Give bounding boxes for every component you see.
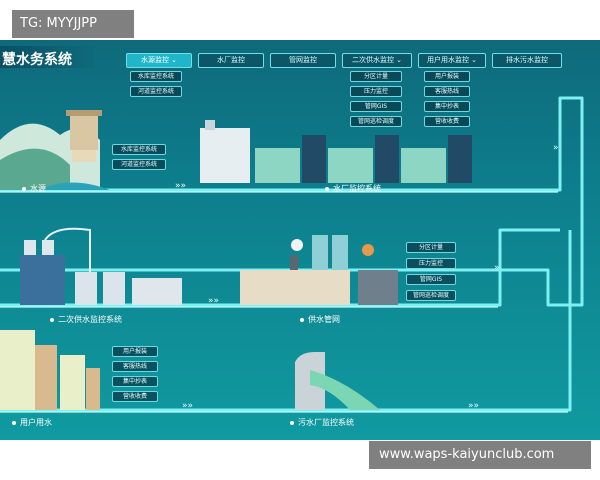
dot-icon [12, 420, 16, 425]
tab-pipe-network[interactable]: 管网监控 [270, 53, 336, 68]
pipe-network-chip[interactable]: 管网巡检调度 [406, 290, 456, 301]
dropdown-item[interactable]: 管网巡检调度 [350, 116, 402, 127]
tab-label: 水厂监控 [217, 56, 245, 64]
stage-label-text: 供水管网 [308, 315, 340, 324]
flow-arrow: » [494, 263, 500, 273]
stage-label-text: 用户用水 [20, 418, 52, 427]
tab-water-source[interactable]: 水源监控 ⌄ [126, 53, 192, 68]
water-source-chip[interactable]: 水库监控系统 [112, 144, 166, 155]
dropdown-item[interactable]: 压力监控 [350, 86, 402, 97]
watermark-bottom-right: www.waps-kaiyunclub.com [369, 441, 591, 469]
dropdown-item[interactable]: 分区计量 [350, 71, 402, 82]
sewage-plant-illustration [295, 352, 380, 410]
flow-arrow: »» [175, 181, 186, 191]
flow-arrow: »» [468, 401, 479, 411]
dot-icon [50, 317, 54, 322]
pipe-network-chip[interactable]: 压力监控 [406, 258, 456, 269]
dropdown-item[interactable]: 水库监控系统 [130, 71, 182, 82]
header-title-box: 慧水务系统 [0, 46, 95, 68]
user-water-chip[interactable]: 客服热线 [112, 361, 158, 372]
pipe-bottom [0, 230, 572, 412]
dot-icon [22, 186, 26, 191]
page-title: 慧水务系统 [2, 52, 72, 68]
stage-label-text: 二次供水监控系统 [58, 315, 122, 324]
dropdown-item[interactable]: 营收收费 [424, 116, 470, 127]
chevron-down-icon: ⌄ [168, 56, 178, 64]
dropdown-item[interactable]: 集中抄表 [424, 101, 470, 112]
user-water-chip[interactable]: 集中抄表 [112, 376, 158, 387]
flow-arrow: »» [208, 296, 219, 306]
tab-user-water[interactable]: 用户用水监控 ⌄ [418, 53, 486, 68]
tab-label: 用户用水监控 [426, 56, 469, 64]
water-source-illustration [0, 110, 110, 190]
stage-label-water-source: 水源 [22, 183, 46, 194]
dot-icon [325, 186, 329, 191]
dropdown-item[interactable]: 客服热线 [424, 86, 470, 97]
tab-sewage[interactable]: 排水污水监控 [492, 53, 562, 68]
pipe-network-chip[interactable]: 管网GIS [406, 274, 456, 285]
flow-arrow: » [553, 143, 559, 153]
tab-label: 二次供水监控 [351, 56, 394, 64]
dropdown-item[interactable]: 河道监控系统 [130, 86, 182, 97]
chevron-down-icon: ⌄ [468, 56, 478, 64]
pipeline-network: »» »» »» »» » » [0, 96, 584, 413]
stage-label-water-plant: 水厂监控系统 [325, 183, 381, 194]
tab-label: 水源监控 [140, 56, 169, 64]
tab-label: 管网监控 [289, 56, 317, 64]
stage-label-user-water: 用户用水 [12, 417, 52, 428]
stage-label-secondary-supply: 二次供水监控系统 [50, 314, 122, 325]
stage-label-text: 水源 [30, 184, 46, 193]
stage-label-text: 水厂监控系统 [333, 184, 381, 193]
pipe-top-loop [0, 96, 584, 307]
user-water-chip[interactable]: 用户报装 [112, 346, 158, 357]
stage-label-pipe-network: 供水管网 [300, 314, 340, 325]
water-plant-illustration [200, 120, 472, 183]
user-water-chip[interactable]: 营收收费 [112, 391, 158, 402]
chevron-down-icon: ⌄ [393, 56, 403, 64]
user-buildings-illustration [0, 330, 100, 410]
water-source-chip[interactable]: 河道监控系统 [112, 159, 166, 170]
tab-label: 排水污水监控 [506, 56, 548, 64]
stage-label-text: 污水厂监控系统 [298, 418, 354, 427]
tab-secondary-supply[interactable]: 二次供水监控 ⌄ [342, 53, 412, 68]
smart-water-diagram: »» »» »» »» » » [0, 40, 600, 440]
tab-water-plant[interactable]: 水厂监控 [198, 53, 264, 68]
secondary-supply-illustration [20, 227, 182, 305]
pipe-network-illustration [240, 235, 398, 305]
dropdown-item[interactable]: 管网GIS [350, 101, 402, 112]
watermark-top-left: TG: MYYJJPP [12, 10, 134, 38]
stage-label-sewage-plant: 污水厂监控系统 [290, 417, 354, 428]
pipe-network-chip[interactable]: 分区计量 [406, 242, 456, 253]
dropdown-item[interactable]: 用户报装 [424, 71, 470, 82]
dot-icon [300, 317, 304, 322]
flow-arrow: »» [182, 401, 193, 411]
dot-icon [290, 420, 294, 425]
